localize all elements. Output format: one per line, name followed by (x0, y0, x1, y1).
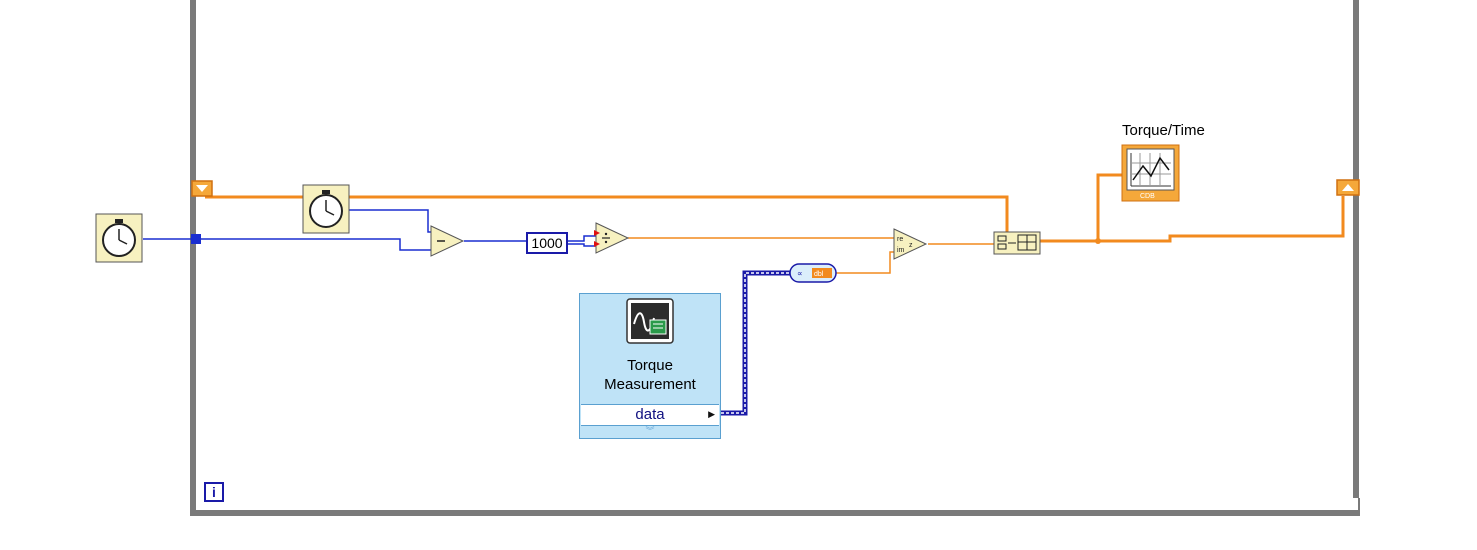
output-arrow-icon: ▶ (708, 409, 715, 419)
torque-measurement-express-vi[interactable]: Torque Measurement data ▶ ︾ (579, 293, 721, 439)
shift-register-right[interactable] (1336, 179, 1360, 196)
shift-register-left[interactable] (191, 180, 213, 197)
clock-icon (102, 219, 136, 257)
divide-icon (602, 232, 610, 244)
subtract-node[interactable] (430, 225, 465, 257)
svg-text:∝: ∝ (797, 269, 803, 278)
numeric-constant-1000[interactable]: 1000 (526, 232, 568, 254)
chart-icon (1130, 153, 1171, 187)
torque-time-chart-indicator[interactable]: CDB (1121, 144, 1180, 202)
indicator-label: Torque/Time (1122, 122, 1205, 139)
data-terminal-label: data (635, 406, 665, 423)
dbl-wires[interactable] (205, 173, 1345, 274)
svg-text:dbl: dbl (814, 271, 824, 278)
tick-count-node-outer[interactable] (95, 213, 143, 263)
convert-from-dynamic-data-node[interactable]: ∝ dbl (789, 263, 837, 283)
tick-count-node-inner[interactable] (302, 184, 350, 234)
iteration-terminal[interactable]: i (204, 482, 224, 502)
build-waveform-node[interactable] (993, 231, 1041, 255)
express-vi-title: Torque Measurement (580, 356, 720, 394)
svg-text:CDB: CDB (1140, 193, 1155, 200)
tick-count-wires[interactable] (143, 209, 596, 251)
tunnel-blue[interactable] (191, 234, 201, 244)
daq-assistant-icon (626, 298, 674, 344)
svg-text:im: im (897, 247, 905, 254)
express-vi-title-line1: Torque (627, 357, 673, 374)
clock-icon (309, 190, 343, 228)
wire-junction (1095, 238, 1101, 244)
re-im-to-complex-node[interactable]: re im z (893, 228, 928, 260)
while-loop-structure[interactable] (190, 0, 1360, 516)
data-output-terminal[interactable]: data ▶ (581, 404, 719, 426)
express-vi-title-line2: Measurement (604, 376, 696, 393)
svg-text:re: re (897, 236, 903, 243)
build-array-icon (997, 234, 1037, 251)
divide-node[interactable] (594, 222, 630, 254)
svg-text:z: z (909, 242, 913, 249)
expand-chevron-icon[interactable]: ︾ (645, 426, 655, 436)
dynamic-data-wire[interactable] (721, 270, 790, 416)
